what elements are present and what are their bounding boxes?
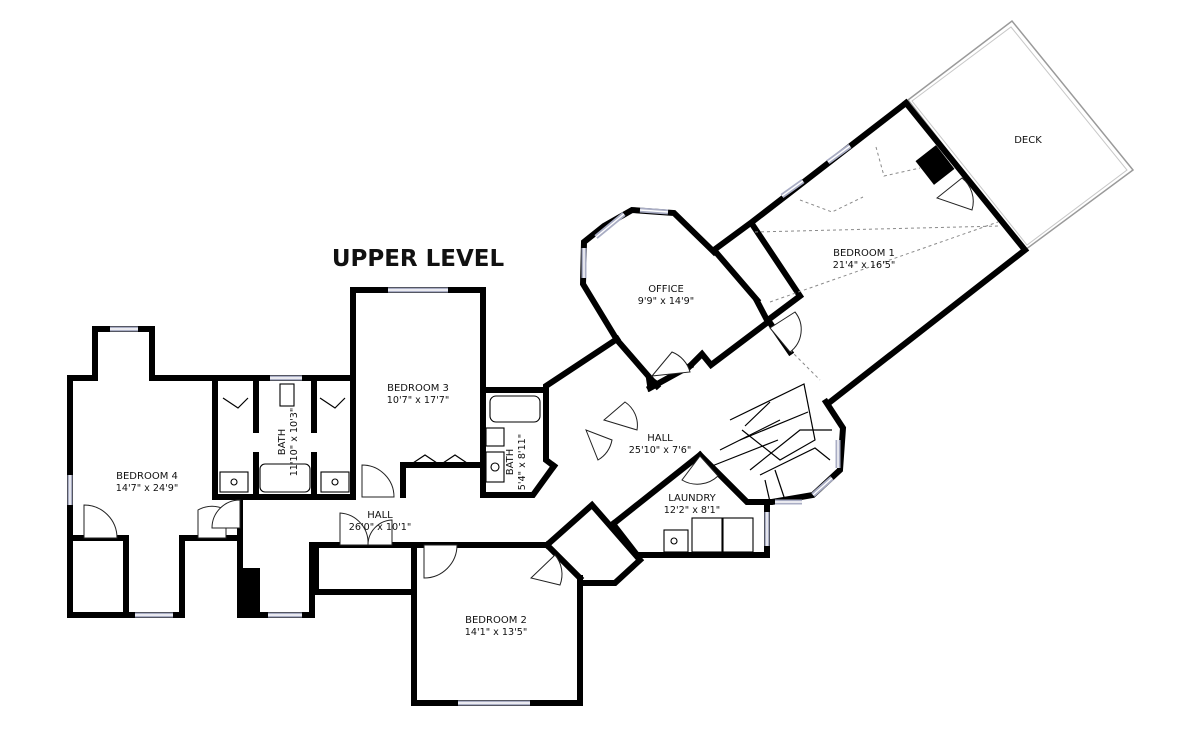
bedroom-2-dims: 14'1" x 13'5" <box>465 627 528 638</box>
office-dims: 9'9" x 14'9" <box>638 296 694 307</box>
doors <box>83 177 974 586</box>
bedroom-2-label: BEDROOM 2 <box>465 615 527 626</box>
hall-left-label: HALL <box>367 510 393 521</box>
office-label: OFFICE <box>648 284 684 295</box>
laundry-label: LAUNDRY <box>668 493 716 504</box>
laundry-dims: 12'2" x 8'1" <box>664 505 720 516</box>
bedroom-3-dims: 10'7" x 17'7" <box>387 395 450 406</box>
bedroom-3-label: BEDROOM 3 <box>387 383 449 394</box>
hall-left-walls <box>309 500 645 595</box>
hall-right-dims: 25'10" x 7'6" <box>629 445 692 456</box>
bedroom-1-dims: 21'4" x 16'5" <box>833 260 896 271</box>
bedroom-4-label: BEDROOM 4 <box>116 471 178 482</box>
bath-right-label: BATH <box>505 449 516 476</box>
level-title: UPPER LEVEL <box>332 246 505 272</box>
room-labels: DECK BEDROOM 1 21'4" x 16'5" OFFICE 9'9"… <box>116 135 1042 638</box>
bath-right-dims: 5'4" x 8'11" <box>517 434 528 490</box>
bath-left-walls <box>212 375 356 500</box>
hall-left-dims: 26'0" x 10'1" <box>349 522 412 533</box>
windows <box>67 143 852 706</box>
bath-left-dims: 11'10" x 10'3" <box>289 408 300 477</box>
bedroom-4-dims: 14'7" x 24'9" <box>116 483 179 494</box>
deck-label: DECK <box>1014 135 1042 146</box>
bedroom-1-label: BEDROOM 1 <box>833 248 895 259</box>
hall-right-label: HALL <box>647 433 673 444</box>
bath-left-label: BATH <box>277 429 288 456</box>
